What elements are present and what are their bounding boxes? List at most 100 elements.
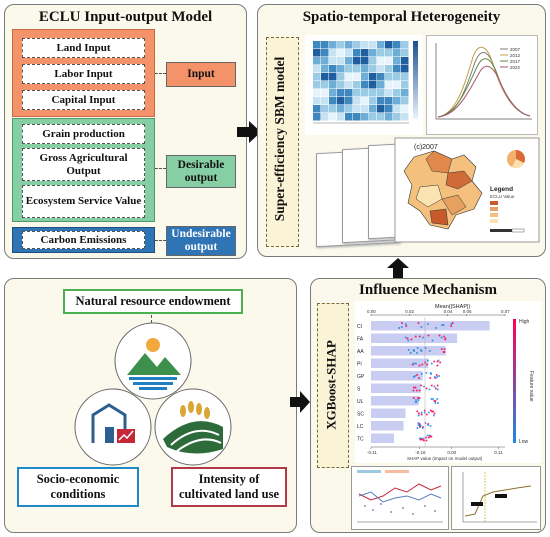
heatmap-cell [377, 105, 385, 113]
shap-point [414, 335, 417, 338]
heatmap-cell [385, 49, 393, 57]
ecosystem-service-value-box: Ecosystem Service Value [22, 185, 145, 218]
heatmap-cell [313, 81, 321, 89]
shap-point [412, 389, 415, 392]
shap-point [412, 386, 415, 389]
heatmap-cell [393, 73, 401, 81]
shap-bottom-axis-title: SHAP value (impact on model output) [407, 456, 483, 461]
carbon-emissions-box: Carbon Emissions [22, 231, 145, 249]
shap-point [442, 324, 445, 326]
heatmap-cell [353, 41, 361, 49]
heatmap-cell [361, 73, 369, 81]
land-input-box: Land Input [22, 38, 145, 58]
shap-point [418, 397, 421, 399]
heatmap-cell [385, 65, 393, 73]
heatmap-cell [361, 41, 369, 49]
heatmap-cell [321, 57, 329, 65]
shap-point [436, 388, 439, 391]
shap-feature-label: LC [357, 424, 364, 430]
shap-point [435, 327, 438, 329]
heatmap-cell [337, 97, 345, 105]
shap-point [433, 385, 436, 388]
heatmap-cell [345, 57, 353, 65]
heatmap-cell [313, 97, 321, 105]
capital-input-box: Capital Input [22, 90, 145, 110]
shap-point [433, 376, 436, 378]
heatmap-cell [401, 65, 409, 73]
grain-production-box: Grain production [22, 124, 145, 144]
heatmap-cell [353, 65, 361, 73]
heatmap-cell [353, 81, 361, 89]
shap-bottom-tick: -0.16 [415, 450, 426, 455]
shap-bar [371, 408, 406, 418]
shap-point [417, 424, 420, 426]
heatmap-cell [329, 113, 337, 121]
shap-point [412, 397, 415, 399]
shap-point [409, 352, 412, 354]
heatmap-cell [337, 57, 345, 65]
shap-point [441, 324, 444, 326]
heatmap-cell [401, 73, 409, 81]
shap-point [436, 376, 439, 378]
heatmap-cell [393, 41, 401, 49]
heatmap-cell [345, 49, 353, 57]
heatmap-cell [337, 81, 345, 89]
heatmap-cell [369, 41, 377, 49]
shap-point [421, 438, 424, 441]
heatmap-cell [321, 105, 329, 113]
heatmap-cell [329, 97, 337, 105]
right-arrow-icon [237, 121, 261, 143]
mechanism-panel: Influence Mechanism XGBoost-SHAP Mean(|S… [310, 278, 546, 533]
shap-point [430, 410, 433, 413]
shap-point [433, 360, 436, 363]
shap-point [436, 384, 439, 387]
sbm-model-label: Super-efficiency SBM model [272, 56, 287, 222]
heatmap-cell [377, 73, 385, 81]
heatmap-cell [361, 81, 369, 89]
heatmap-cell [329, 65, 337, 73]
shap-point [428, 388, 431, 391]
shap-point [407, 339, 410, 342]
heatmap-cell [313, 105, 321, 113]
density-curve-chart: 2007 2012 2017 2022 [426, 35, 538, 135]
heatmap-cell [321, 49, 329, 57]
heatmap-cell [385, 57, 393, 65]
shap-point [430, 373, 433, 375]
shap-bar [371, 433, 394, 443]
heatmap-cell [345, 113, 353, 121]
heatmap-cell [385, 89, 393, 97]
shap-feature-label: PI [357, 362, 362, 368]
shap-top-tick: 0.04 [444, 309, 453, 314]
shap-point [400, 326, 403, 328]
shap-point [444, 338, 447, 341]
heatmap-cell [393, 97, 401, 105]
shap-point [415, 401, 418, 403]
heatmap-cell [369, 113, 377, 121]
input-tag: Input [166, 62, 236, 87]
shap-point [398, 327, 401, 329]
shap-point [416, 410, 419, 413]
shap-point [426, 359, 429, 362]
right-arrow-icon-lower [290, 391, 310, 413]
shap-point [405, 325, 408, 327]
heatmap-cell [337, 89, 345, 97]
heatmap-cell [401, 89, 409, 97]
heatmap-cell [337, 65, 345, 73]
shap-point [431, 339, 434, 342]
shap-point [418, 364, 421, 367]
heatmap-cell [377, 41, 385, 49]
heatmap-cell [345, 65, 353, 73]
socio-economic-box: Socio-economic conditions [17, 467, 139, 507]
heatmap-cell [361, 105, 369, 113]
heatmap-cell [385, 73, 393, 81]
shap-point [440, 348, 443, 350]
heatmap-cell [369, 73, 377, 81]
dependence-plot-right [451, 466, 541, 530]
heatmap-cell [401, 49, 409, 57]
density-legend-2012: 2012 [510, 53, 521, 58]
shap-point [429, 425, 432, 427]
heatmap-cell [313, 49, 321, 57]
heatmap-cell [313, 113, 321, 121]
heatmap-cell [345, 41, 353, 49]
shap-point [406, 337, 409, 340]
